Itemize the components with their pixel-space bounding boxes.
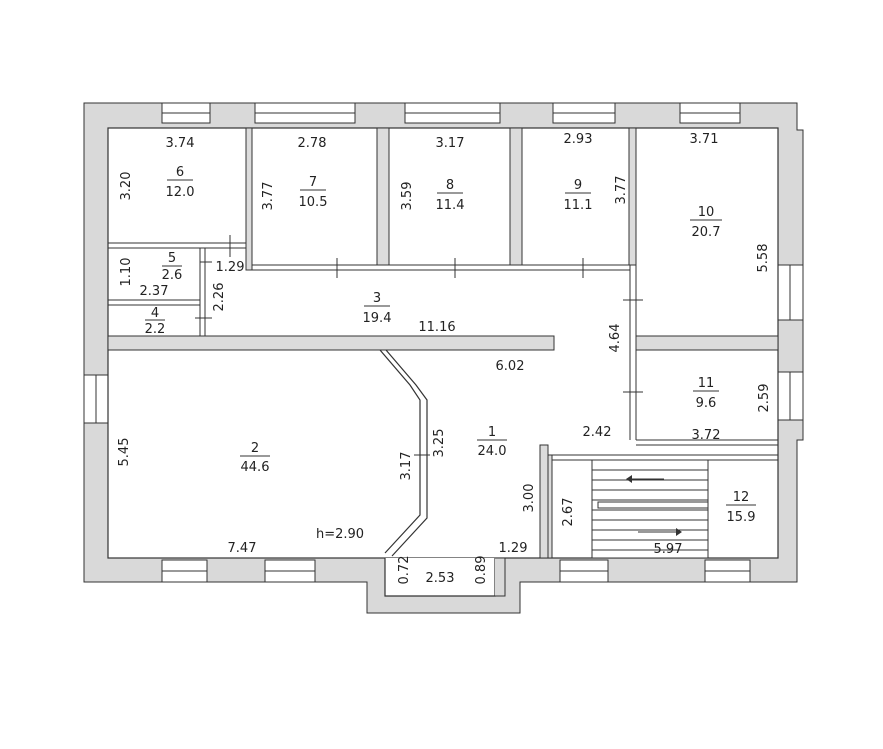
room-number: 11: [698, 376, 715, 391]
dimension-labels: 3.74 2.78 3.17 2.93 3.71 2.37 1.29 11.16…: [140, 132, 721, 586]
dim-porch-left: 0.72: [397, 556, 412, 585]
room-3-label: 3 19.4: [363, 291, 392, 326]
dim-r1-stair: 3.00: [522, 484, 537, 513]
dim-r5-side: 1.10: [119, 258, 134, 287]
dim-r1-top: 6.02: [496, 359, 525, 374]
room-number: 6: [176, 165, 184, 180]
vertical-dimension-labels: 3.20 3.77 3.59 3.77 5.58 1.10 2.26 4.64 …: [117, 172, 772, 585]
room-number: 9: [574, 178, 582, 193]
room-area: 10.5: [299, 195, 328, 210]
room-number: 4: [151, 306, 159, 321]
room-number: 2: [251, 441, 259, 456]
dim-r4-side: 2.26: [212, 283, 227, 312]
room-1-label: 1 24.0: [477, 425, 507, 459]
dim-r10-top: 3.71: [690, 132, 719, 147]
room-number: 12: [733, 490, 750, 505]
room-area: 19.4: [363, 311, 392, 326]
dim-r2-side: 5.45: [117, 438, 132, 467]
dim-r8-top: 3.17: [436, 136, 465, 151]
room-8-label: 8 11.4: [436, 178, 465, 213]
room-area: 24.0: [478, 444, 507, 459]
dim-r9-side: 3.77: [614, 176, 629, 205]
room-area: 2.6: [162, 268, 183, 283]
room-6-label: 6 12.0: [166, 165, 195, 200]
room-number: 7: [309, 175, 317, 190]
dim-r12-side: 2.67: [561, 498, 576, 527]
dim-r12-bottom: 5.97: [654, 542, 683, 557]
dim-porch-right: 0.89: [474, 556, 489, 585]
dim-r9-top: 2.93: [564, 132, 593, 147]
room-area: 11.4: [436, 198, 465, 213]
dim-r1-step: 2.42: [583, 425, 612, 440]
room-5-label: 5 2.6: [162, 251, 183, 283]
dim-r11-side: 2.59: [757, 384, 772, 413]
stair: [591, 459, 709, 559]
dim-r5-right: 1.29: [216, 260, 245, 275]
room-11-label: 11 9.6: [693, 376, 719, 411]
dim-r5-bottom: 2.37: [140, 284, 169, 299]
room-10-label: 10 20.7: [690, 205, 722, 240]
room-number: 8: [446, 178, 454, 193]
room-number: 5: [168, 251, 176, 266]
dim-r7-side: 3.77: [261, 182, 276, 211]
dim-porch-width: 2.53: [426, 571, 455, 586]
room-area: 44.6: [241, 460, 270, 475]
room-area: 15.9: [727, 510, 756, 525]
dim-r7-top: 2.78: [298, 136, 327, 151]
room-area: 9.6: [696, 396, 717, 411]
room-number: 3: [373, 291, 381, 306]
room-area: 20.7: [692, 225, 721, 240]
room-7-label: 7 10.5: [299, 175, 328, 210]
dim-r11-bottom: 3.72: [692, 428, 721, 443]
dim-corridor-len: 11.16: [418, 320, 455, 335]
room-area: 11.1: [564, 198, 593, 213]
dim-r2-bottom: 7.47: [228, 541, 257, 556]
room-4-label: 4 2.2: [145, 306, 166, 337]
dim-r8-side: 3.59: [400, 182, 415, 211]
room-number: 1: [488, 425, 496, 440]
dim-bay-a: 3.17: [399, 452, 414, 481]
room-12-label: 12 15.9: [726, 490, 756, 525]
room-9-label: 9 11.1: [564, 178, 593, 213]
room-number: 10: [698, 205, 715, 220]
dim-r6-top: 3.74: [166, 136, 195, 151]
room-area: 12.0: [166, 185, 195, 200]
dim-r10-side: 5.58: [756, 244, 771, 273]
room-2-label: 2 44.6: [240, 441, 270, 475]
dim-r1-side: 4.64: [608, 324, 623, 353]
interior-walls: [107, 127, 779, 597]
door-marks: [195, 235, 643, 456]
room-area: 2.2: [145, 322, 166, 337]
windows: [83, 102, 804, 583]
dim-height-note: h=2.90: [316, 527, 364, 542]
dim-r1-bottom: 1.29: [499, 541, 528, 556]
dim-bay-b: 3.25: [432, 429, 447, 458]
dim-r6-side: 3.20: [119, 172, 134, 201]
